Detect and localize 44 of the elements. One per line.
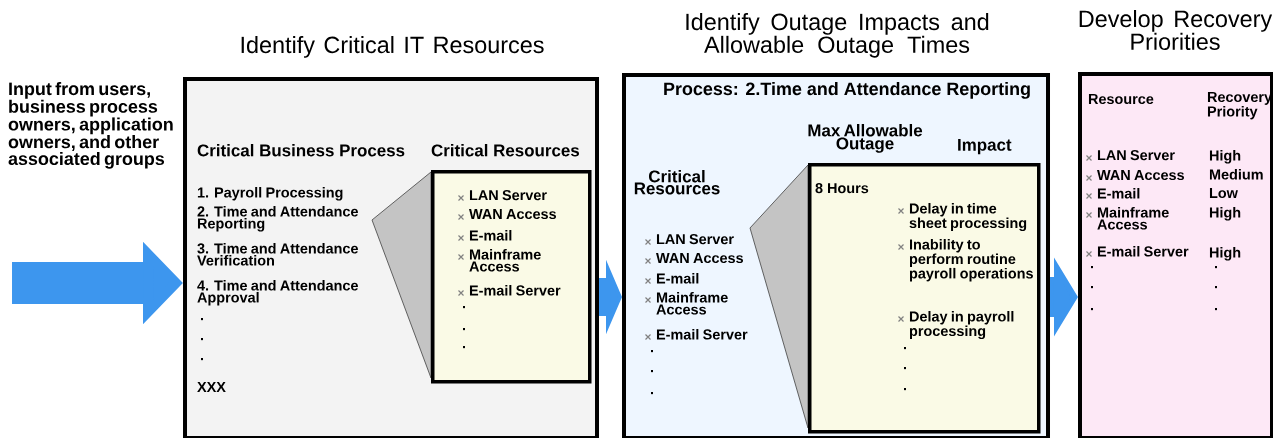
column-heading: Resource — [1088, 94, 1154, 105]
column-heading: Impact — [958, 139, 1012, 155]
ellipsis-dot: . — [1091, 308, 1093, 311]
list-item: E-mail — [656, 273, 699, 284]
list-item: 4. Time and Attendance Approval — [197, 280, 358, 306]
ellipsis-dot: . — [1215, 286, 1217, 289]
ellipsis-dot: . — [1215, 308, 1217, 311]
priority-value: High — [1209, 150, 1241, 164]
priority-value: High — [1209, 247, 1241, 261]
ellipsis-dot: . — [201, 318, 204, 321]
list-item: 2. Time and Attendance Reporting — [197, 206, 358, 232]
priority-value: Low — [1209, 188, 1238, 199]
list-item: 3. Time and Attendance Verification — [197, 243, 358, 266]
list-item: 1. Payroll Processing — [197, 187, 343, 201]
ellipsis-dot: . — [651, 392, 653, 395]
panel-heading: Identify Critical IT Resources — [241, 36, 544, 58]
column-heading: Max Allowable Outage — [808, 124, 923, 153]
ellipsis-dot: . — [201, 358, 204, 361]
ellipsis-dot: . — [651, 350, 653, 353]
list-item: LAN Server — [1097, 150, 1175, 161]
column-heading: Critical Resources — [634, 170, 720, 195]
panel-subheading: Process: 2.Time and Attendance Reporting — [664, 82, 1030, 99]
list-item: E-mail — [1097, 188, 1140, 199]
list-item: E-mail Server — [1097, 246, 1189, 257]
priority-value: Medium — [1209, 169, 1263, 180]
list-item: WAN Access — [1097, 170, 1184, 181]
ellipsis-dot: . — [1091, 286, 1093, 289]
list-item: LAN Server — [656, 234, 734, 245]
list-item: Mainframe Access — [1097, 207, 1169, 230]
input-note: Input from users, business process owners, application owners, and other associated groups — [8, 82, 173, 169]
list-item: XXX — [197, 382, 226, 392]
list-item: Mainframe Access — [656, 292, 728, 315]
panel-heading: Develop Recovery Priorities — [1079, 10, 1273, 50]
column-heading: Critical Resources — [431, 144, 579, 157]
ellipsis-dot: . — [201, 338, 204, 341]
ellipsis-dot: . — [651, 370, 653, 373]
column-heading: Recovery Priority — [1207, 92, 1272, 120]
priority-value: High — [1209, 207, 1241, 221]
list-item: E-mail Server — [656, 329, 748, 340]
ellipsis-dot: . — [1215, 266, 1217, 269]
list-item: WAN Access — [656, 253, 744, 264]
panel-heading: Identify Outage Impacts and Allowable Outage Times — [686, 13, 989, 58]
column-heading: Critical Business Process — [197, 144, 405, 157]
ellipsis-dot: . — [1091, 266, 1093, 269]
